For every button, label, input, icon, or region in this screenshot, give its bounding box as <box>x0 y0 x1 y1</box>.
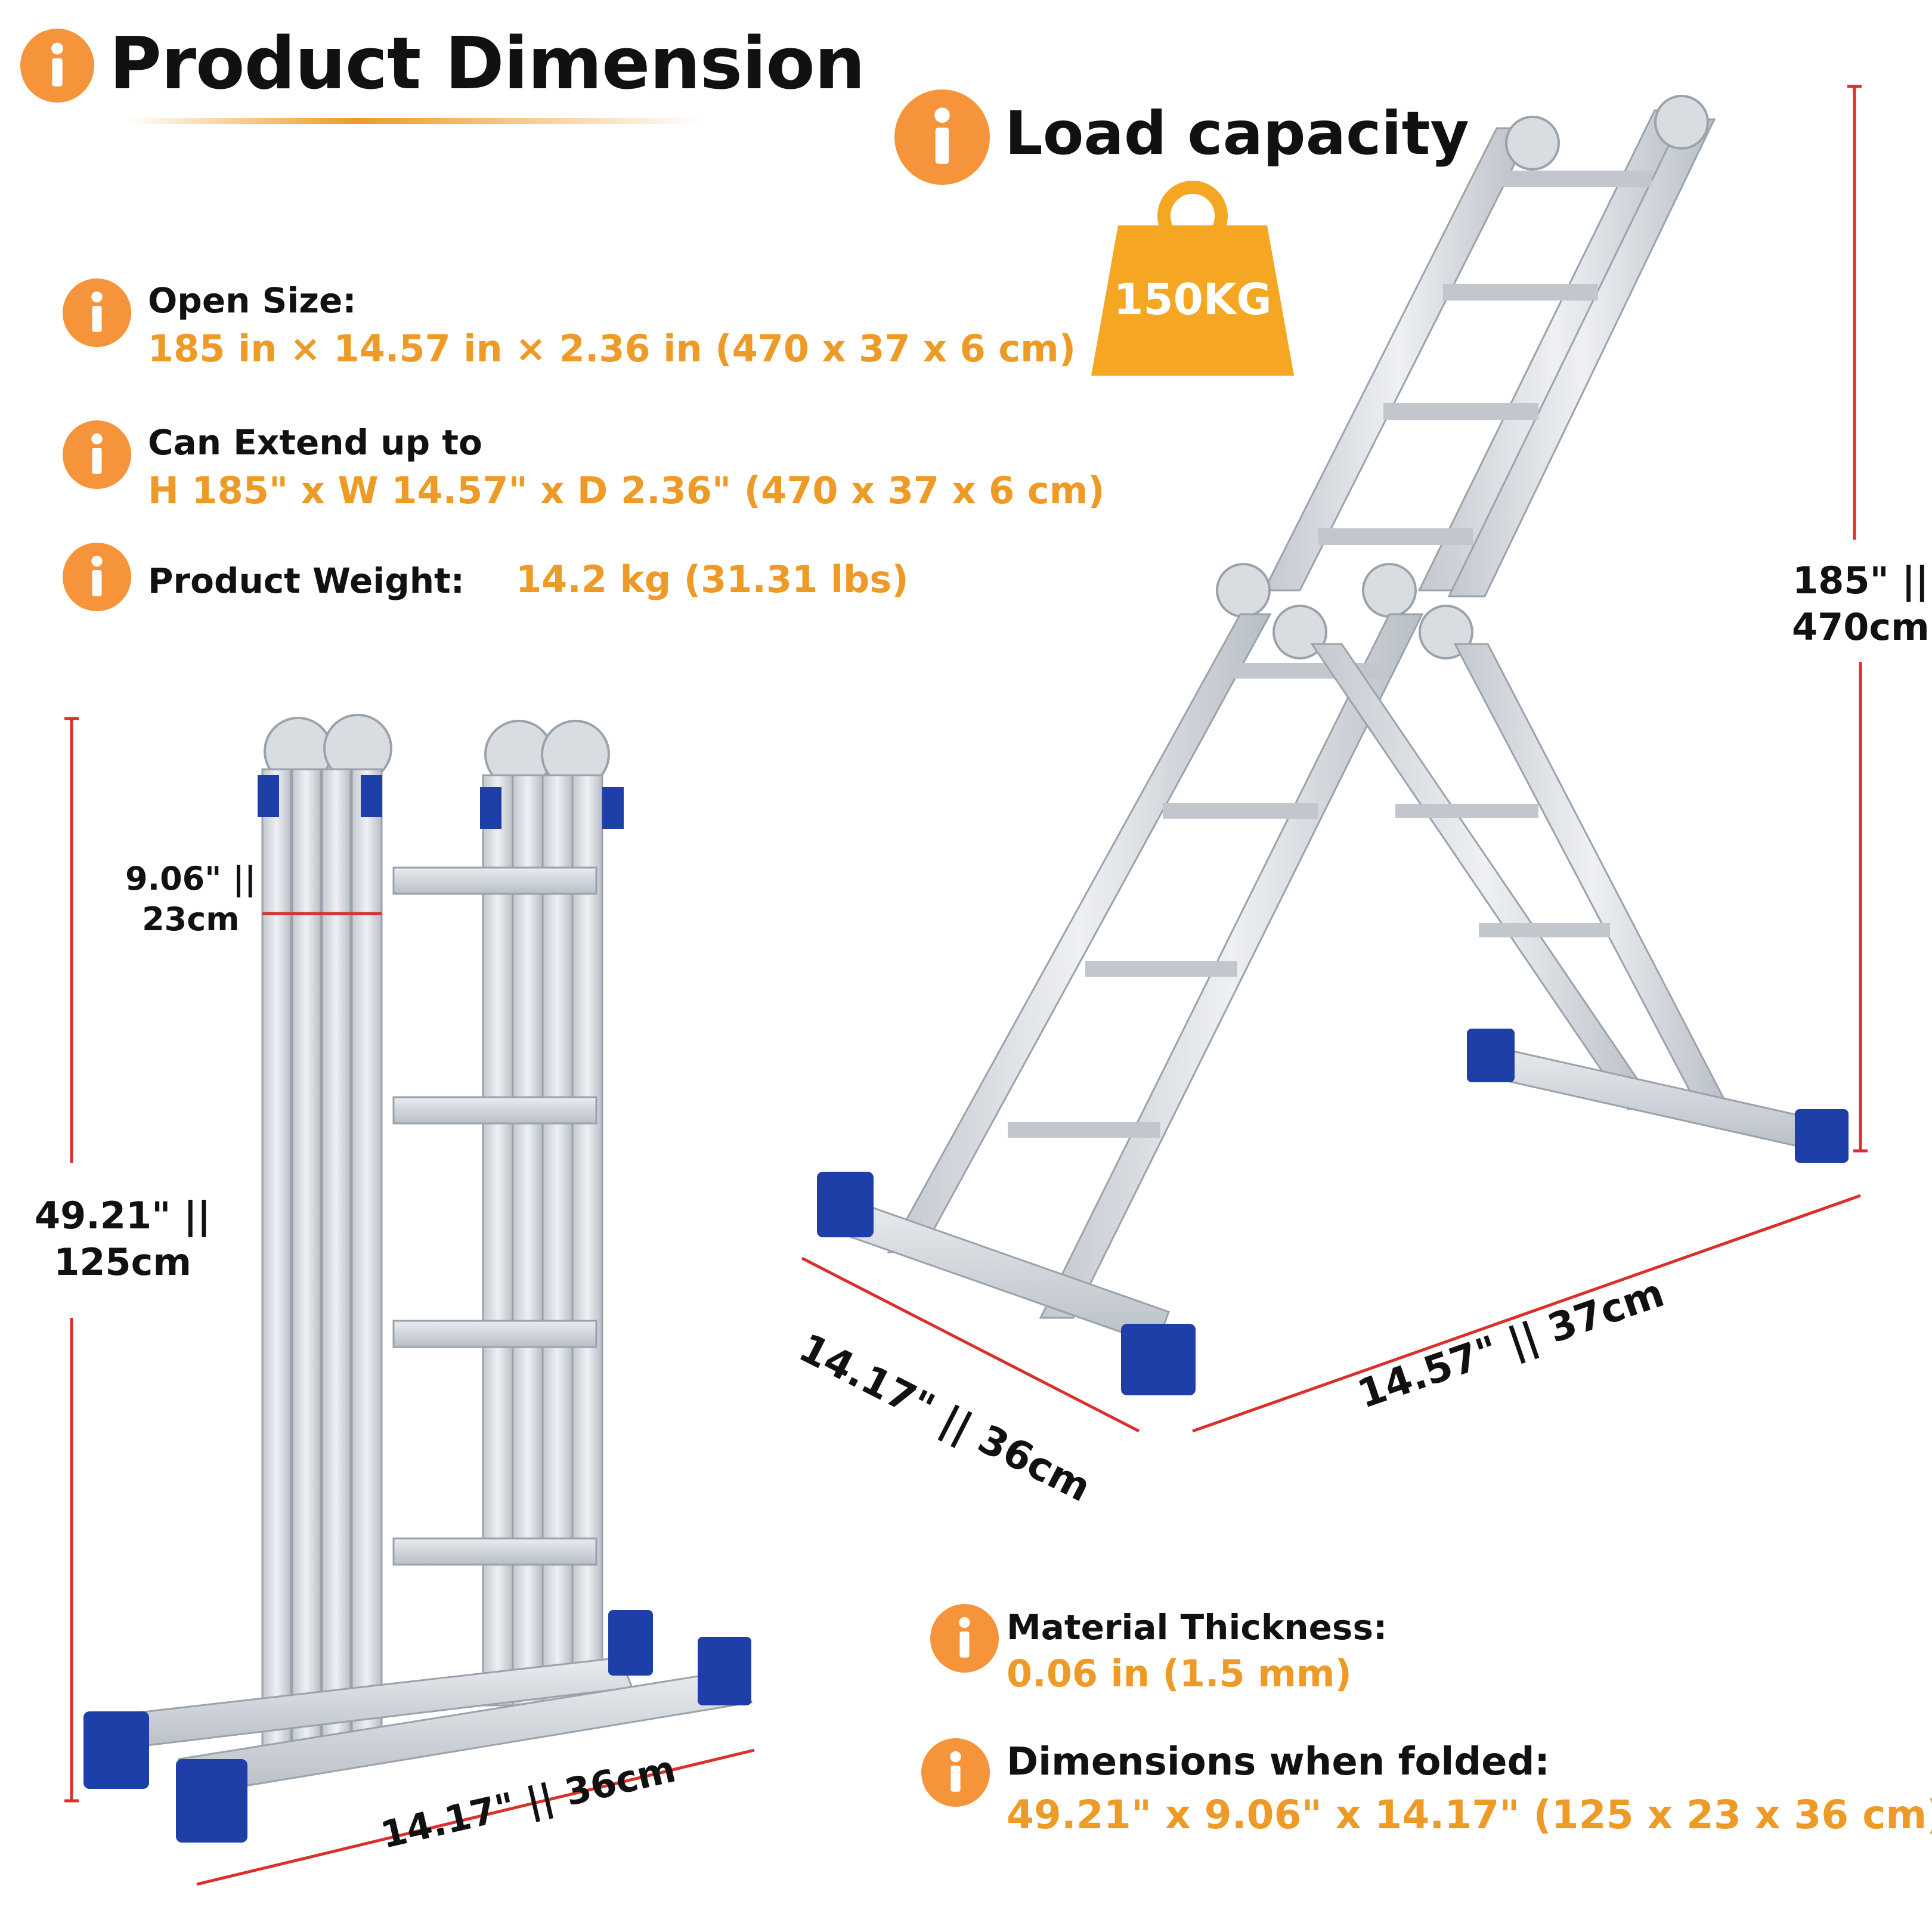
folded-height-label: 49.21" ||125cm <box>35 1194 211 1284</box>
weight-label: 150KG <box>1113 274 1272 324</box>
info-icon <box>921 1738 990 1807</box>
thickness-label: Material Thickness: <box>1007 1607 1388 1648</box>
info-icon <box>20 29 94 103</box>
title-underline <box>125 118 704 124</box>
extend-value: H 185" x W 14.57" x D 2.36" (470 x 37 x … <box>148 469 1105 512</box>
folded-width-label: 9.06" ||23cm <box>125 860 256 938</box>
folded-ladder <box>83 714 753 1843</box>
page-title: Product Dimension <box>109 23 865 106</box>
open-size-value: 185 in × 14.57 in × 2.36 in (470 x 37 x … <box>148 327 1076 370</box>
info-icon <box>894 89 990 185</box>
info-icon <box>63 420 131 489</box>
folded-dims-label: Dimensions when folded: <box>1007 1740 1550 1784</box>
weight-spec-label: Product Weight: <box>148 561 465 601</box>
open-height-label: 185" ||470cm <box>1792 559 1930 649</box>
open-ladder <box>817 95 1849 1395</box>
weight-spec-value: 14.2 kg (31.31 lbs) <box>516 558 909 601</box>
extend-label: Can Extend up to <box>148 422 482 463</box>
thickness-value: 0.06 in (1.5 mm) <box>1007 1652 1352 1695</box>
open-size-label: Open Size: <box>148 280 357 321</box>
folded-dims-value: 49.21" x 9.06" x 14.17" (125 x 23 x 36 c… <box>1007 1792 1932 1838</box>
info-icon <box>63 543 131 611</box>
weight-icon <box>1085 179 1300 376</box>
measurement-lines <box>64 85 1868 1886</box>
load-capacity-title: Load capacity <box>1005 98 1469 168</box>
info-icon <box>63 278 131 347</box>
info-icon <box>930 1604 999 1673</box>
